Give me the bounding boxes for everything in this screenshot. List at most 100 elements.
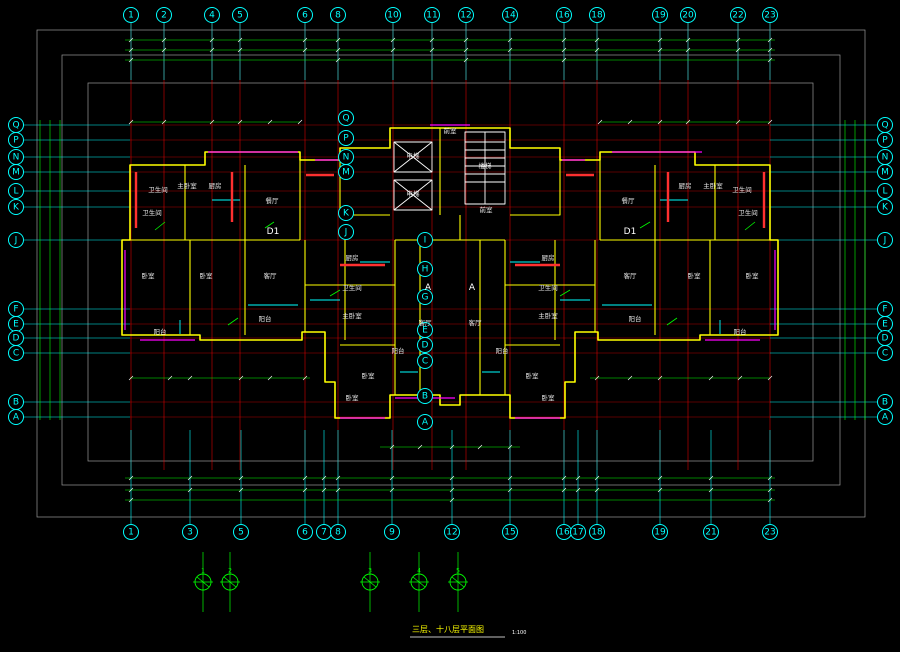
room-label-center-left-unit: 厨房 [346, 253, 359, 262]
axis-bubble-left-M-label: M [12, 168, 20, 178]
axis-bubble-bottom-16: 16 [556, 524, 572, 540]
axis-bubble-bottom-9-label: 9 [389, 528, 395, 538]
axis-bubble-center-B-label: B [422, 392, 428, 402]
axis-bubble-top-6-label: 6 [302, 11, 308, 21]
axis-bubble-top-8: 8 [330, 7, 346, 23]
axis-bubble-top-23-label: 23 [764, 11, 775, 21]
section-mark-5: 5 [448, 552, 468, 612]
axis-bubble-bottom-19-label: 19 [654, 528, 666, 538]
dimension-chain-bottom-2-tick [389, 487, 395, 493]
section-mark-3: 3 [360, 552, 380, 612]
axis-bubble-bottom-19: 19 [652, 524, 668, 540]
dimension-chain-top-1-tick [463, 37, 469, 43]
axis-bubble-left-E-label: E [13, 320, 19, 330]
axis-bubble-top-12-label: 12 [460, 11, 471, 21]
dimension-chain-top-2-tick [390, 47, 396, 53]
room-label-core: 前室 [480, 205, 494, 214]
axis-bubble-left-Q: Q [8, 117, 24, 133]
axis-bubble-top-14-label: 14 [504, 11, 516, 21]
axis-bubble-bottom-21: 21 [703, 524, 719, 540]
axis-bubble-bottom-18-label: 18 [591, 528, 603, 538]
section-mark-1: 1 [193, 552, 213, 612]
axis-bubble-center-A: A [417, 414, 433, 430]
dimension-chain-top-2-tick [128, 47, 134, 53]
dimension-chain-bottom-2-tick [187, 487, 193, 493]
dimension-chain-bottom-1-tick [708, 475, 714, 481]
dimension-chain-top-2-tick [429, 47, 435, 53]
axis-bubble-center-I-label: I [424, 236, 427, 246]
axis-bubble-bottom-17-label: 17 [572, 528, 583, 538]
room-label-center-left-unit: 卫生间 [342, 283, 362, 292]
dimension-chain-lower-left-tick [128, 375, 134, 381]
axis-bubble-top-1-label: 1 [128, 11, 134, 21]
dimension-chain-top-2-tick [161, 47, 167, 53]
dimension-chain-upper-right-tick [657, 119, 663, 125]
axis-bubble-left-J: J [8, 232, 24, 248]
elevator-shaft-1 [393, 141, 433, 173]
axis-bubble-right-L-label: L [882, 187, 887, 197]
room-label-core: 楼梯 [479, 161, 493, 170]
axis-bubble-right-K: K [877, 199, 893, 215]
axis-bubble-left-C: C [8, 345, 24, 361]
dimension-chain-top-3-tick [335, 57, 341, 63]
axis-bubble-center-H-label: H [422, 265, 429, 275]
axis-bubble-top-23: 23 [762, 7, 778, 23]
axis-bubble-bottom-18: 18 [589, 524, 605, 540]
room-label-left-unit: 主卧室 [177, 181, 197, 190]
section-mark-4: 4 [409, 552, 429, 612]
dimension-chain-lower-center-tick [389, 444, 395, 450]
axis-bubble-center-N-label: N [343, 153, 350, 163]
dimension-chain-bottom-2-tick [767, 487, 773, 493]
dimension-chain-bottom-2-tick [708, 487, 714, 493]
unit-label-center-right: A [469, 283, 476, 293]
dimension-chain-top-3-tick [463, 57, 469, 63]
dimension-chain-top-3-tick [767, 57, 773, 63]
axis-bubble-top-14: 14 [502, 7, 518, 23]
axis-bubble-center-K-label: K [343, 209, 350, 219]
dimension-chain-bottom-3-tick [767, 497, 773, 503]
axis-bubble-center-J: J [338, 224, 354, 240]
axis-bubble-center-A-label: A [422, 418, 429, 428]
hatched-walls [134, 172, 766, 267]
axis-bubble-top-10-label: 10 [387, 11, 399, 21]
dimension-chain-bottom-1-tick [575, 475, 581, 481]
axis-bubble-top-6: 6 [297, 7, 313, 23]
axis-bubble-bottom-9: 9 [384, 524, 400, 540]
axis-bubble-right-N: N [877, 149, 893, 165]
room-label-center-left-unit: 卧室 [362, 371, 376, 380]
axis-bubble-right-Q: Q [877, 117, 893, 133]
dimension-chain-top-1-tick [335, 37, 341, 43]
axis-bubble-top-19-label: 19 [654, 11, 666, 21]
drawing-scale: 1:100 [512, 630, 526, 636]
section-mark-label: 4 [417, 568, 421, 575]
axis-bubble-bottom-8: 8 [330, 524, 346, 540]
axis-bubble-bottom-17: 17 [570, 524, 586, 540]
axis-bubble-bottom-5-label: 5 [238, 528, 244, 538]
axis-bubble-bottom-1: 1 [123, 524, 139, 540]
room-label-left-unit: 阳台 [154, 327, 167, 336]
axis-bubble-bottom-6-label: 6 [302, 528, 308, 538]
room-label-center-left-unit: 卧室 [346, 393, 360, 402]
axis-bubble-left-C-label: C [13, 349, 19, 359]
axis-bubble-right-B: B [877, 394, 893, 410]
dimension-chain-upper-left-tick [161, 119, 167, 125]
axis-bubble-center-Q: Q [338, 110, 354, 126]
room-label-core: 电梯 [407, 151, 421, 160]
axis-bubble-center-K: K [338, 205, 354, 221]
axis-bubble-bottom-7: 7 [316, 524, 332, 540]
unit-label-right: D1 [624, 227, 637, 237]
axis-bubble-right-D-label: D [882, 334, 889, 344]
axis-bubble-center-M: M [338, 164, 354, 180]
axis-bubble-bottom-16-label: 16 [558, 528, 570, 538]
dimension-chain-top-1-tick [767, 37, 773, 43]
axis-bubble-center-C: C [417, 353, 433, 369]
dimension-chain-upper-right-tick [627, 119, 633, 125]
axis-bubble-right-Q-label: Q [881, 121, 888, 131]
axis-bubble-top-4: 4 [204, 7, 220, 23]
room-label-left-unit: 卫生间 [142, 208, 162, 217]
axis-bubble-left-K: K [8, 199, 24, 215]
axis-bubble-right-P-label: P [882, 136, 888, 146]
axis-bubble-left-E: E [8, 316, 24, 332]
